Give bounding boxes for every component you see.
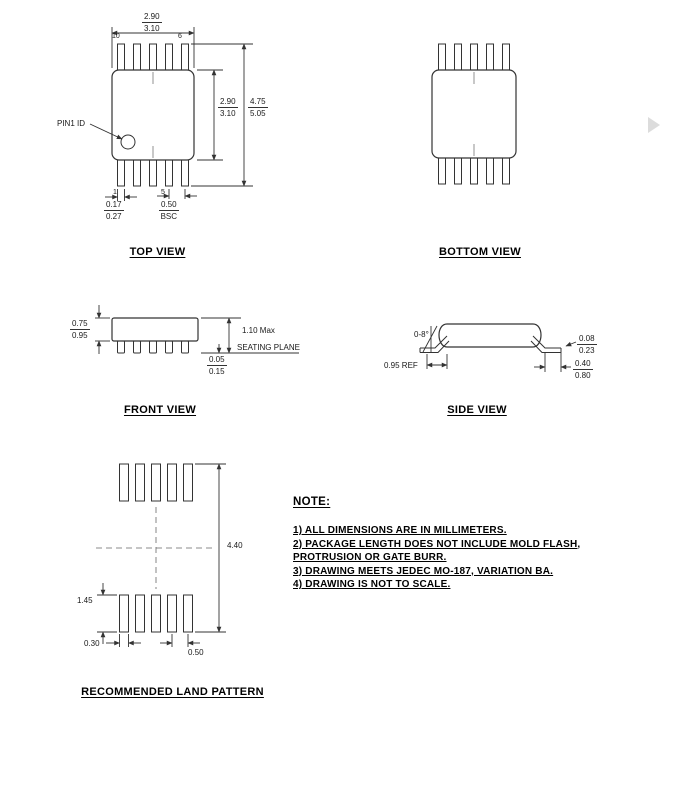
dim-body-height: 2.90 3.10 <box>218 97 238 118</box>
land-pattern-title: RECOMMENDED LAND PATTERN <box>81 686 264 698</box>
front-view-drawing <box>95 305 299 354</box>
land-pattern-dimension-lines <box>97 463 226 647</box>
dim-foot-length: 0.40 0.80 <box>573 359 593 380</box>
note-line-5: 4) DRAWING IS NOT TO SCALE. <box>293 579 451 590</box>
pin1-leader-line <box>89 123 123 140</box>
side-view-dimension-lines <box>422 325 577 372</box>
land-pattern-pads <box>119 463 193 633</box>
pin-number-1: 1 <box>113 189 117 196</box>
top-view-body <box>111 69 195 161</box>
dim-pad-pitch-label: 0.50 <box>188 648 204 657</box>
top-view-pins <box>117 43 189 187</box>
dim-standoff: 0.05 0.15 <box>207 355 227 376</box>
pin1-indicator <box>120 134 136 150</box>
land-pattern-centerlines <box>96 507 216 589</box>
land-pattern-drawing <box>96 463 226 647</box>
pin-number-5: 5 <box>161 189 165 196</box>
pin-number-10: 10 <box>112 33 120 40</box>
bottom-view-body <box>431 69 517 159</box>
bottom-view-pins <box>438 43 510 185</box>
dim-pad-width-label: 0.30 <box>84 639 100 648</box>
dim-package-width: 2.90 3.10 <box>142 12 162 33</box>
dim-max-height-label: 1.10 Max <box>242 326 275 335</box>
dim-lead-angle-label: 0-8° <box>414 330 429 339</box>
page-artifact-icon <box>648 117 660 133</box>
dim-lead-width: 0.17 0.27 <box>104 200 124 221</box>
notes-block: NOTE: 1) ALL DIMENSIONS ARE IN MILLIMETE… <box>293 496 641 592</box>
bottom-view-title: BOTTOM VIEW <box>439 246 521 258</box>
top-view-dimension-lines <box>89 27 253 201</box>
note-line-2: 2) PACKAGE LENGTH DOES NOT INCLUDE MOLD … <box>293 538 581 550</box>
dim-lead-pitch: 0.50 BSC <box>159 200 179 221</box>
seating-plane-label: SEATING PLANE <box>237 343 300 352</box>
dim-pad-length-label: 1.45 <box>77 596 93 605</box>
front-view-pins <box>117 340 189 354</box>
side-view-drawing <box>419 323 577 372</box>
side-view-body <box>438 323 542 348</box>
bottom-view-drawing <box>431 43 517 185</box>
pin1-id-label: PIN1 ID <box>57 119 86 128</box>
dim-land-span-label: 4.40 <box>227 541 243 550</box>
notes-heading: NOTE: <box>293 496 331 508</box>
pin-number-6: 6 <box>178 33 182 40</box>
front-view-body <box>111 317 199 342</box>
top-view-title: TOP VIEW <box>129 246 186 258</box>
note-line-4: 3) DRAWING MEETS JEDEC MO-187, VARIATION… <box>293 565 554 577</box>
dim-lead-length-ref-label: 0.95 REF <box>384 361 418 370</box>
front-view-title: FRONT VIEW <box>123 404 197 416</box>
side-view-title: SIDE VIEW <box>447 404 507 416</box>
front-view-dimension-lines <box>95 305 299 354</box>
dim-body-thickness: 0.75 0.95 <box>70 319 90 340</box>
note-line-3: PROTRUSION OR GATE BURR. <box>293 552 447 563</box>
top-view-drawing <box>89 27 253 201</box>
dim-lead-thickness: 0.08 0.23 <box>577 334 597 355</box>
note-line-1: 1) ALL DIMENSIONS ARE IN MILLIMETERS. <box>293 525 507 536</box>
dim-overall-height: 4.75 5.05 <box>248 97 268 118</box>
